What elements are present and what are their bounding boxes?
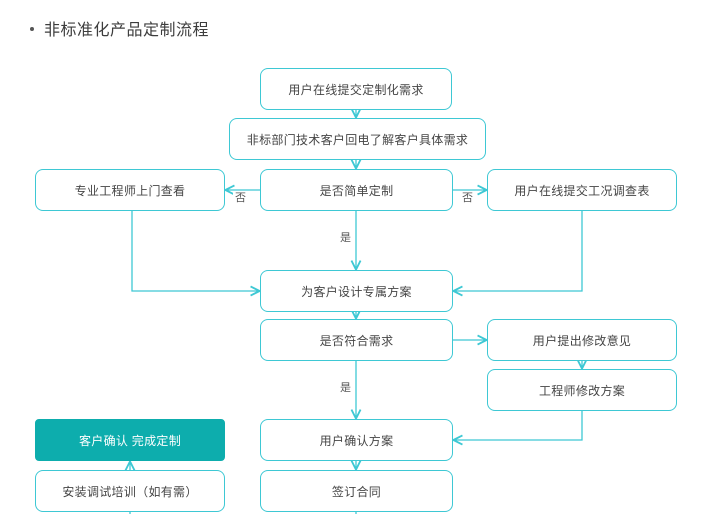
flow-node-label: 安装调试培训（如有需） — [62, 484, 198, 499]
flow-node-label: 用户确认方案 — [319, 433, 394, 448]
page-title: 非标准化产品定制流程 — [30, 16, 209, 40]
page-title-text: 非标准化产品定制流程 — [44, 22, 210, 39]
bullet-icon — [30, 27, 34, 31]
flow-node-n8[interactable]: 用户提出修改意见 — [487, 319, 677, 361]
flow-node-label: 是否简单定制 — [319, 183, 394, 198]
flow-node-n6[interactable]: 为客户设计专属方案 — [260, 270, 453, 312]
flow-node-label: 签订合同 — [331, 484, 382, 499]
flow-node-label: 专业工程师上门查看 — [74, 183, 186, 198]
flow-node-n1[interactable]: 用户在线提交定制化需求 — [260, 68, 452, 110]
flow-node-n11[interactable]: 安装调试培训（如有需） — [35, 470, 225, 512]
flow-node-n4[interactable]: 专业工程师上门查看 — [35, 169, 225, 211]
flow-node-n7[interactable]: 是否符合需求 — [260, 319, 453, 361]
flow-node-n5[interactable]: 用户在线提交工况调查表 — [487, 169, 677, 211]
flow-node-n12[interactable]: 用户确认方案 — [260, 419, 453, 461]
flow-node-n10[interactable]: 客户确认 完成定制 — [35, 419, 225, 461]
flow-node-label: 非标部门技术客户回电了解客户具体需求 — [246, 132, 469, 147]
flow-node-label: 用户在线提交定制化需求 — [288, 82, 424, 97]
flow-node-label: 是否符合需求 — [319, 333, 394, 348]
flow-node-label: 用户提出修改意见 — [532, 333, 632, 348]
flow-node-label: 客户确认 完成定制 — [78, 433, 182, 448]
flow-node-n3[interactable]: 是否简单定制 — [260, 169, 453, 211]
edge-label-no-left: 否 — [233, 192, 248, 205]
edge-label-yes-lower: 是 — [338, 382, 353, 395]
flow-node-n13[interactable]: 签订合同 — [260, 470, 453, 512]
flow-node-n9[interactable]: 工程师修改方案 — [487, 369, 677, 411]
flow-node-label: 为客户设计专属方案 — [301, 284, 412, 299]
edge-label-no-right: 否 — [460, 192, 475, 205]
flow-node-label: 工程师修改方案 — [538, 383, 626, 398]
edge-label-yes-upper: 是 — [338, 232, 353, 245]
flow-node-label: 用户在线提交工况调查表 — [514, 183, 650, 198]
flow-node-n2[interactable]: 非标部门技术客户回电了解客户具体需求 — [229, 118, 486, 160]
